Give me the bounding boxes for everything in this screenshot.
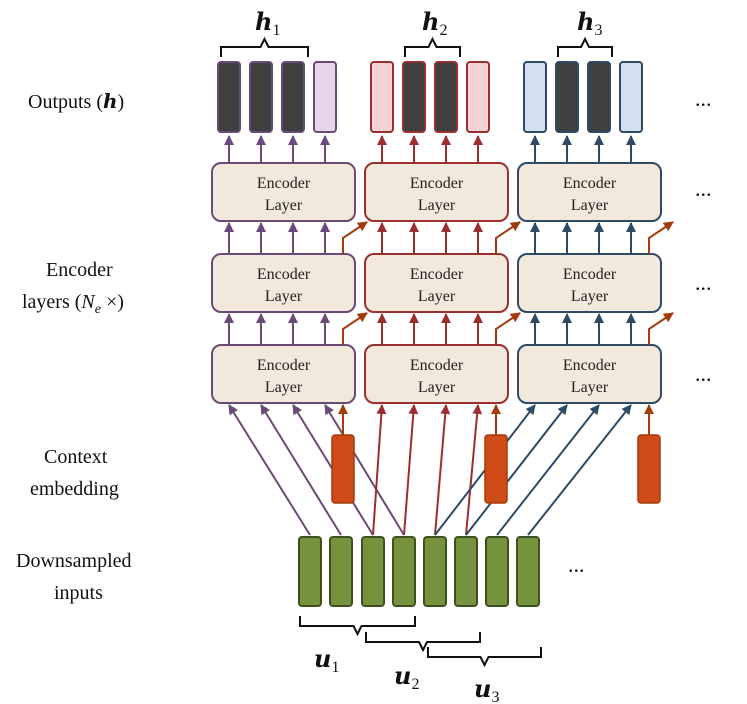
input-arrow-b2-1 [372, 404, 387, 536]
context-embedding-1 [331, 434, 355, 504]
encoder-layer-text1: Encoder [410, 266, 464, 283]
encoder-layer-text2: Layer [265, 379, 303, 396]
encoder-layer-b2-l3 [364, 162, 509, 222]
h2-label: h2 [422, 7, 447, 39]
context-embedding-label-line2: embedding [30, 478, 119, 500]
input-bar-5 [423, 536, 447, 607]
encoder-layer-text2: Layer [571, 379, 609, 396]
encoder-layer-text1: Encoder [257, 175, 311, 192]
encoder-layer-b3-l1 [517, 344, 662, 404]
u2-brace [365, 632, 481, 653]
encoder-layer-b1-l3 [211, 162, 356, 222]
context-carry-arrow-b1-l2 [342, 221, 368, 254]
encoder-layer-text2: Layer [265, 288, 303, 305]
u3-label: u3 [474, 674, 499, 704]
input-bar-2 [329, 536, 353, 607]
encoder-layers-label-line2: layers (Ne ×) [22, 291, 124, 317]
encoder-layer-text2: Layer [418, 379, 456, 396]
encoder-layer-b1-l2 [211, 253, 356, 313]
encoder-layer-b3-l3 [517, 162, 662, 222]
output-bar-b1-3 [281, 61, 305, 133]
context-carry-arrow-b1-l1 [342, 312, 368, 345]
encoder-layer-text1: Encoder [563, 175, 617, 192]
output-bar-b2-2 [402, 61, 426, 133]
input-bar-6 [454, 536, 478, 607]
encoder-layer-b2-l2 [364, 253, 509, 313]
input-bar-4 [392, 536, 416, 607]
h2-brace [404, 36, 461, 57]
h1-label: h1 [255, 7, 280, 39]
h3-label: h3 [577, 7, 602, 39]
input-bar-8 [516, 536, 540, 607]
output-bar-b2-3 [434, 61, 458, 133]
input-bar-7 [485, 536, 509, 607]
output-bar-b1-1 [217, 61, 241, 133]
encoder-layer-b2-l1 [364, 344, 509, 404]
diagram-content: EncoderLayerEncoderLayerEncoderLayerEnco… [211, 36, 674, 668]
h3-brace [557, 36, 613, 57]
u3-brace [427, 647, 542, 668]
input-arrow-b2-3 [434, 404, 451, 536]
output-bar-b1-4 [313, 61, 337, 133]
ellipsis-layer-1: ... [695, 361, 712, 386]
encoder-layer-text1: Encoder [410, 175, 464, 192]
encoder-layer-b1-l1 [211, 344, 356, 404]
output-bar-b2-4 [466, 61, 490, 133]
downsampled-inputs-label-line1: Downsampled [16, 550, 132, 572]
u2-label: u2 [394, 661, 419, 693]
encoder-layer-text2: Layer [571, 288, 609, 305]
encoder-layers-label-line1: Encoder [46, 259, 113, 281]
input-arrow-b2-2 [403, 404, 419, 536]
u1-brace [299, 616, 416, 637]
input-arrow-b3-3 [496, 404, 600, 536]
context-embedding-2 [484, 434, 508, 504]
output-bar-b3-2 [555, 61, 579, 133]
h1-brace [220, 36, 309, 57]
input-bar-1 [298, 536, 322, 607]
encoder-layer-text2: Layer [265, 197, 303, 214]
input-arrow-b1-2 [260, 404, 342, 536]
output-bar-b3-1 [523, 61, 547, 133]
context-embedding-3 [637, 434, 661, 504]
input-arrow-b1-1 [228, 404, 311, 536]
input-arrow-b1-4 [324, 404, 405, 536]
encoder-layer-text2: Layer [571, 197, 609, 214]
ellipsis-layer-2: ... [695, 270, 712, 295]
encoder-layer-text1: Encoder [257, 357, 311, 374]
ellipsis-outputs: ... [695, 86, 712, 111]
context-carry-arrow-b2-l1 [495, 312, 521, 345]
context-carry-arrow-b2-l2 [495, 221, 521, 254]
context-carry-arrow-b3-l1 [648, 312, 674, 345]
input-arrow-b3-2 [465, 404, 568, 536]
encoder-layer-text1: Encoder [257, 266, 311, 283]
encoder-layer-text2: Layer [418, 288, 456, 305]
context-carry-arrow-b3-l2 [648, 221, 674, 254]
u1-label: u1 [314, 644, 339, 676]
output-bar-b3-3 [587, 61, 611, 133]
encoder-layer-b3-l2 [517, 253, 662, 313]
output-bar-b3-4 [619, 61, 643, 133]
output-bar-b1-2 [249, 61, 273, 133]
context-embedding-label-line1: Context [44, 446, 108, 468]
downsampled-inputs-label-line2: inputs [54, 582, 103, 604]
input-arrow-b2-4 [465, 404, 483, 536]
outputs-label: Outputs (h) [28, 89, 124, 113]
encoder-layer-text1: Encoder [410, 357, 464, 374]
encoder-layer-text2: Layer [418, 197, 456, 214]
encoder-layer-text1: Encoder [563, 266, 617, 283]
input-arrow-b3-4 [527, 404, 632, 536]
ellipsis-layer-3: ... [695, 176, 712, 201]
encoder-layer-text1: Encoder [563, 357, 617, 374]
input-bar-3 [361, 536, 385, 607]
ellipsis-inputs: ... [568, 552, 585, 577]
output-bar-b2-1 [370, 61, 394, 133]
